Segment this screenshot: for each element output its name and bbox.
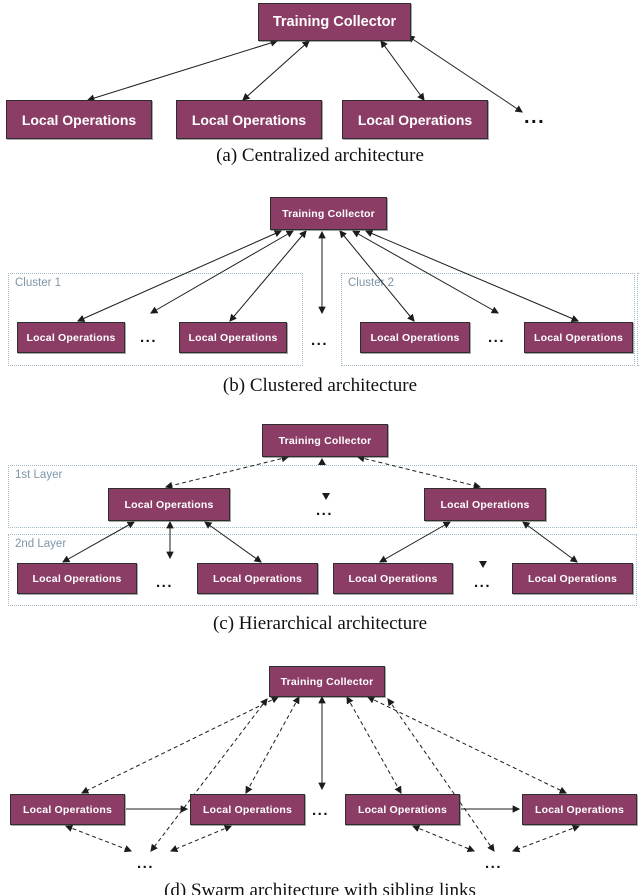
cluster-partial-region <box>637 273 640 366</box>
local-operations-node: Local Operations <box>17 322 125 353</box>
local-operations-node: Local Operations <box>190 794 305 825</box>
cluster-label: Cluster 2 <box>348 277 395 289</box>
caption-c: (c) Hierarchical architecture <box>212 613 428 634</box>
caption-b: (b) Clustered architecture <box>222 375 418 396</box>
training-collector-node: Training Collector <box>262 424 388 457</box>
cluster-label: Cluster 1 <box>15 277 62 289</box>
layer-2-region: 2nd Layer <box>8 534 637 606</box>
layer-label: 1st Layer <box>15 469 63 481</box>
ellipsis: ... <box>524 106 546 128</box>
caption-d: (d) Swarm architecture with sibling link… <box>164 880 476 895</box>
training-collector-node: Training Collector <box>269 666 385 697</box>
local-operations-node: Local Operations <box>524 322 633 353</box>
local-operations-node: Local Operations <box>179 322 287 353</box>
local-operations-node: Local Operations <box>333 563 453 594</box>
local-operations-node: Local Operations <box>512 563 633 594</box>
ellipsis: ... <box>137 855 155 872</box>
training-collector-node: Training Collector <box>270 197 387 230</box>
ellipsis: ... <box>312 802 330 819</box>
local-operations-node: Local Operations <box>197 563 318 594</box>
local-operations-node: Local Operations <box>345 794 460 825</box>
local-operations-node: Local Operations <box>17 563 137 594</box>
local-operations-node: Local Operations <box>424 488 546 521</box>
ellipsis: ... <box>316 502 334 519</box>
local-operations-node: Local Operations <box>108 488 230 521</box>
training-collector-node: Training Collector <box>258 3 411 41</box>
arrows-diagram-d <box>64 695 581 853</box>
ellipsis: ... <box>488 329 506 346</box>
ellipsis: ... <box>474 574 492 591</box>
local-operations-node: Local Operations <box>6 100 152 139</box>
layer-1-region: 1st Layer <box>8 465 637 528</box>
caption-a: (a) Centralized architecture <box>216 145 424 166</box>
local-operations-node: Local Operations <box>10 794 125 825</box>
ellipsis: ... <box>485 855 503 872</box>
ellipsis: ... <box>140 329 158 346</box>
local-operations-node: Local Operations <box>342 100 488 139</box>
ellipsis: ... <box>156 574 174 591</box>
local-operations-node: Local Operations <box>360 322 470 353</box>
arrowhead-up-icon <box>318 458 326 465</box>
local-operations-node: Local Operations <box>522 794 637 825</box>
ellipsis: ... <box>311 332 329 349</box>
layer-label: 2nd Layer <box>15 538 67 550</box>
local-operations-node: Local Operations <box>176 100 322 139</box>
